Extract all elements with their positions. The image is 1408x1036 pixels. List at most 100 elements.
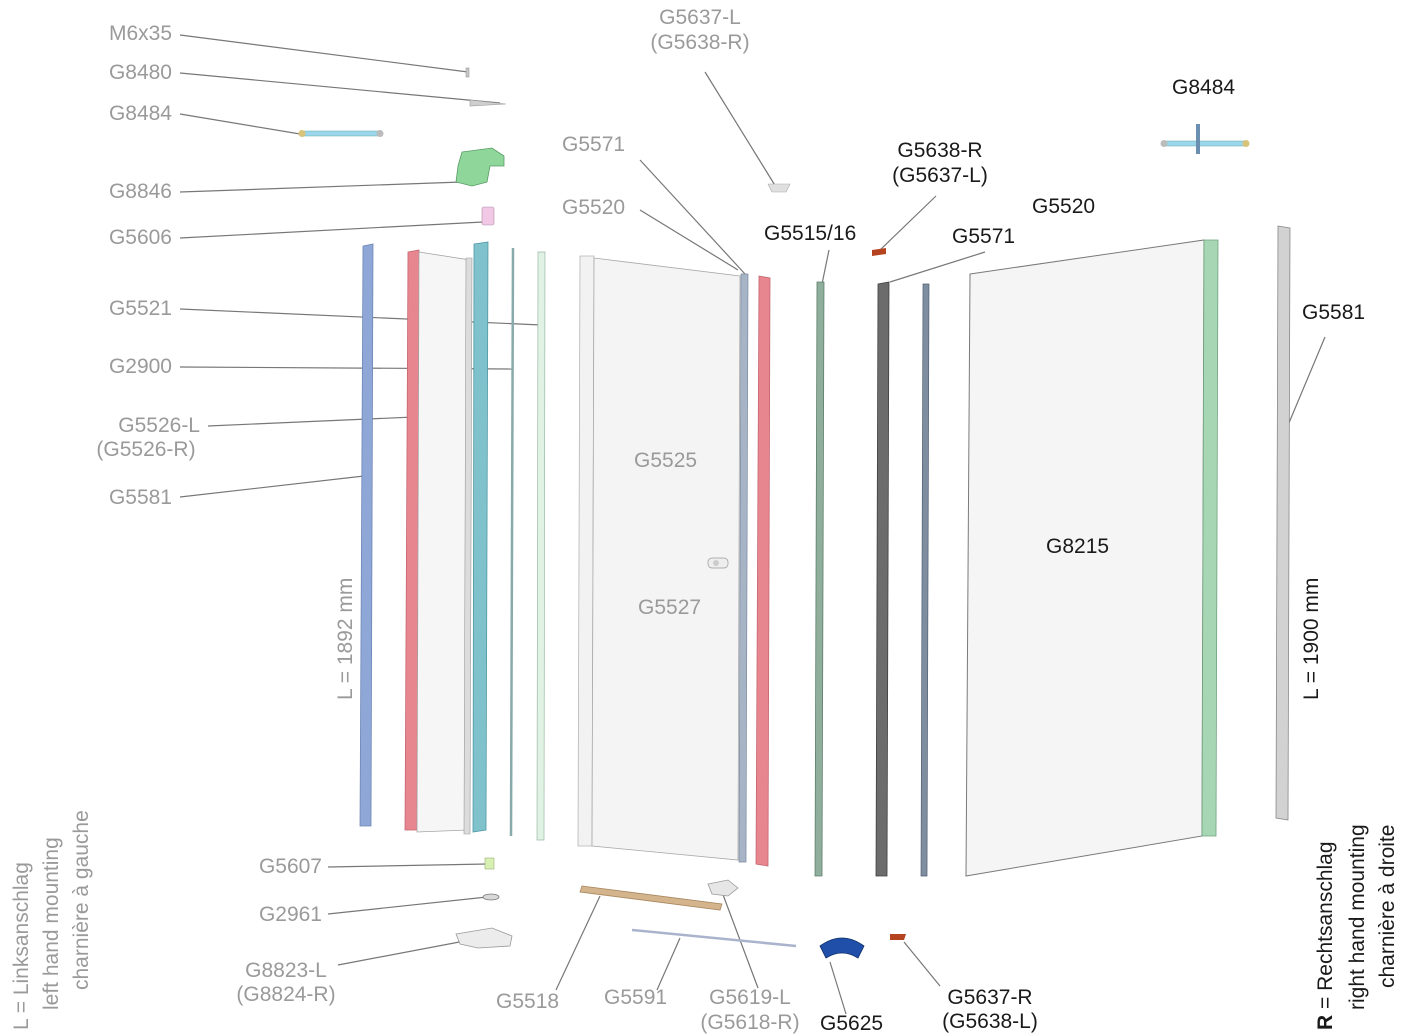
bracket-g5619 bbox=[707, 879, 739, 897]
leader-g8846 bbox=[179, 181, 463, 193]
leader-g5625 bbox=[829, 961, 847, 1015]
small-hardware-left bbox=[298, 67, 507, 226]
leader-g5607 bbox=[327, 863, 488, 868]
label-g5625: G5625 bbox=[820, 1012, 884, 1035]
profile-g5520-center bbox=[738, 273, 749, 863]
profile-g5515 bbox=[814, 281, 825, 877]
label-g5520-right: G5520 bbox=[1032, 195, 1096, 218]
legend-right-text: = Rechtsanschlag bbox=[1314, 841, 1337, 1015]
left-profiles bbox=[359, 241, 546, 841]
leader-g5581-right bbox=[1285, 336, 1326, 431]
bracket-g8846 bbox=[455, 147, 505, 187]
bottom-components bbox=[455, 857, 906, 959]
pin-g8480 bbox=[469, 99, 507, 107]
leader-g5571-right bbox=[889, 251, 986, 283]
clip-g5638 bbox=[872, 248, 886, 256]
label-g5571-right: G5571 bbox=[952, 225, 1016, 248]
profile-teal-left bbox=[472, 241, 489, 833]
profile-g5581-right bbox=[1275, 225, 1291, 821]
label-g5638-l: (G5638-L) bbox=[942, 1010, 1038, 1033]
profile-g5520-right bbox=[920, 283, 930, 877]
label-g8824-r: (G8824-R) bbox=[236, 983, 336, 1006]
leader-g5515 bbox=[821, 249, 830, 285]
label-g5637-l-top: G5637-L bbox=[659, 6, 741, 29]
label-g5581-left: G5581 bbox=[108, 486, 172, 509]
label-g5618-r: (G5618-R) bbox=[700, 1011, 800, 1034]
handle-g5525 bbox=[707, 557, 729, 569]
leader-g5606 bbox=[179, 221, 484, 239]
clip-g5637-bottom bbox=[890, 934, 906, 940]
label-g5571-center: G5571 bbox=[562, 133, 626, 156]
label-g5515-16: G5515/16 bbox=[764, 222, 857, 245]
label-g2900: G2900 bbox=[108, 355, 172, 378]
legend-right-key: R bbox=[1314, 1014, 1337, 1030]
leader-g5520-center bbox=[639, 209, 739, 271]
leader-g5518 bbox=[555, 895, 601, 991]
leader-g5637-r bbox=[903, 941, 941, 987]
panel-frame-center bbox=[577, 255, 595, 847]
label-g5591: G5591 bbox=[604, 986, 668, 1009]
clip-g5607 bbox=[484, 857, 495, 870]
legend-right-line1: R = Rechtsanschlag bbox=[1314, 841, 1338, 1030]
rod-g8484-left bbox=[298, 130, 384, 137]
leader-g8823 bbox=[337, 939, 471, 966]
label-g8846: G8846 bbox=[108, 180, 172, 203]
label-g5526-l: G5526-L bbox=[118, 414, 200, 437]
profile-g2900 bbox=[509, 247, 515, 837]
label-m6x35: M6x35 bbox=[108, 22, 172, 45]
leader-g5581-left bbox=[179, 475, 365, 498]
leader-g5571-center bbox=[639, 159, 746, 275]
rod-g8484-right bbox=[1160, 124, 1250, 154]
leader-g5637-top bbox=[704, 71, 777, 188]
label-g8215: G8215 bbox=[1046, 535, 1110, 558]
legend-right-line2: right hand mounting bbox=[1346, 824, 1369, 1010]
profile-g5571-center bbox=[755, 275, 771, 867]
dimension-left: L = 1892 mm bbox=[334, 577, 357, 700]
gasket-g5625 bbox=[819, 937, 865, 959]
leader-g8480 bbox=[179, 72, 501, 104]
profile-g5521 bbox=[536, 251, 546, 841]
label-g5637-r: G5637-R bbox=[947, 986, 1033, 1009]
profile-red-left bbox=[404, 249, 420, 831]
legend-left-line2: left hand mounting bbox=[40, 837, 63, 1010]
label-g2961: G2961 bbox=[258, 903, 322, 926]
panel-g5526 bbox=[416, 251, 471, 833]
label-g5520-center: G5520 bbox=[562, 196, 626, 219]
label-g5638-r: G5638-R bbox=[897, 139, 983, 162]
bracket-g8823 bbox=[455, 927, 513, 949]
label-g5518: G5518 bbox=[496, 990, 560, 1013]
dimension-right: L = 1900 mm bbox=[1300, 577, 1323, 700]
center-panel bbox=[577, 255, 771, 867]
label-g5527: G5527 bbox=[638, 596, 702, 619]
label-g8484-left: G8484 bbox=[108, 102, 172, 125]
profile-grey-left bbox=[463, 257, 473, 835]
legend-right-line3: charnière à droite bbox=[1376, 824, 1399, 988]
panel-glass-center bbox=[591, 257, 741, 861]
leader-g5638-r bbox=[879, 195, 937, 251]
label-g8480: G8480 bbox=[108, 61, 172, 84]
strip-g5591 bbox=[631, 928, 797, 948]
label-g5521: G5521 bbox=[108, 297, 172, 320]
cap-g5606 bbox=[481, 206, 495, 226]
sill-g5518 bbox=[579, 885, 723, 911]
legend-left-line1: L = Linksanschlag bbox=[10, 862, 33, 1030]
clip-g5637-top bbox=[767, 183, 791, 193]
label-g5525: G5525 bbox=[634, 449, 698, 472]
label-g8823-l: G8823-L bbox=[245, 959, 327, 982]
leader-m6x35 bbox=[179, 34, 469, 73]
profile-g5581-left bbox=[359, 243, 374, 827]
label-g5607: G5607 bbox=[258, 855, 322, 878]
leader-g5591 bbox=[656, 937, 681, 991]
leader-g8484-left bbox=[179, 113, 301, 135]
profile-green-right bbox=[1201, 239, 1219, 837]
label-g5606: G5606 bbox=[108, 226, 172, 249]
profile-g5571-right bbox=[875, 281, 890, 877]
label-g5526-r: (G5526-R) bbox=[96, 438, 196, 461]
label-g5581-right: G5581 bbox=[1302, 301, 1366, 324]
screw-m6x35 bbox=[465, 67, 470, 78]
right-components bbox=[767, 124, 1291, 877]
legend-left-line3: charnière à gauche bbox=[70, 810, 93, 990]
washer-g2961 bbox=[482, 893, 500, 901]
label-g8484-right: G8484 bbox=[1172, 76, 1236, 99]
